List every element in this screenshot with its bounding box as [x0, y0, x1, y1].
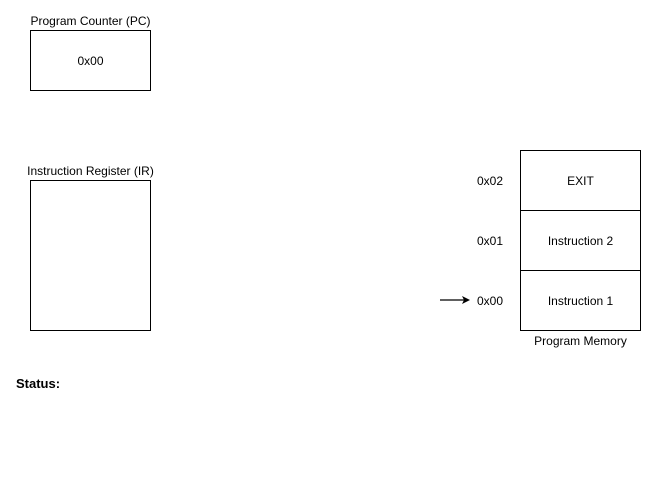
- program-counter-box: 0x00: [30, 30, 151, 91]
- memory-cell-0x00: Instruction 1: [520, 270, 641, 331]
- memory-address-0x00: 0x00: [476, 294, 504, 308]
- memory-cell-content: EXIT: [567, 173, 594, 188]
- program-memory-title: Program Memory: [534, 334, 627, 348]
- instruction-register-title: Instruction Register (IR): [27, 164, 154, 178]
- memory-cell-content: Instruction 2: [547, 233, 614, 248]
- program-counter-title: Program Counter (PC): [30, 14, 151, 28]
- right-arrow-icon: [440, 296, 470, 304]
- memory-cell-0x02: EXIT: [520, 150, 641, 211]
- program-counter-value: 0x00: [77, 53, 104, 68]
- status-label: Status:: [16, 376, 61, 391]
- instruction-register-box: [30, 180, 151, 331]
- memory-cell-0x01: Instruction 2: [520, 210, 641, 271]
- memory-address-0x02: 0x02: [476, 174, 504, 188]
- memory-cell-content: Instruction 1: [547, 293, 614, 308]
- memory-address-0x01: 0x01: [476, 234, 504, 248]
